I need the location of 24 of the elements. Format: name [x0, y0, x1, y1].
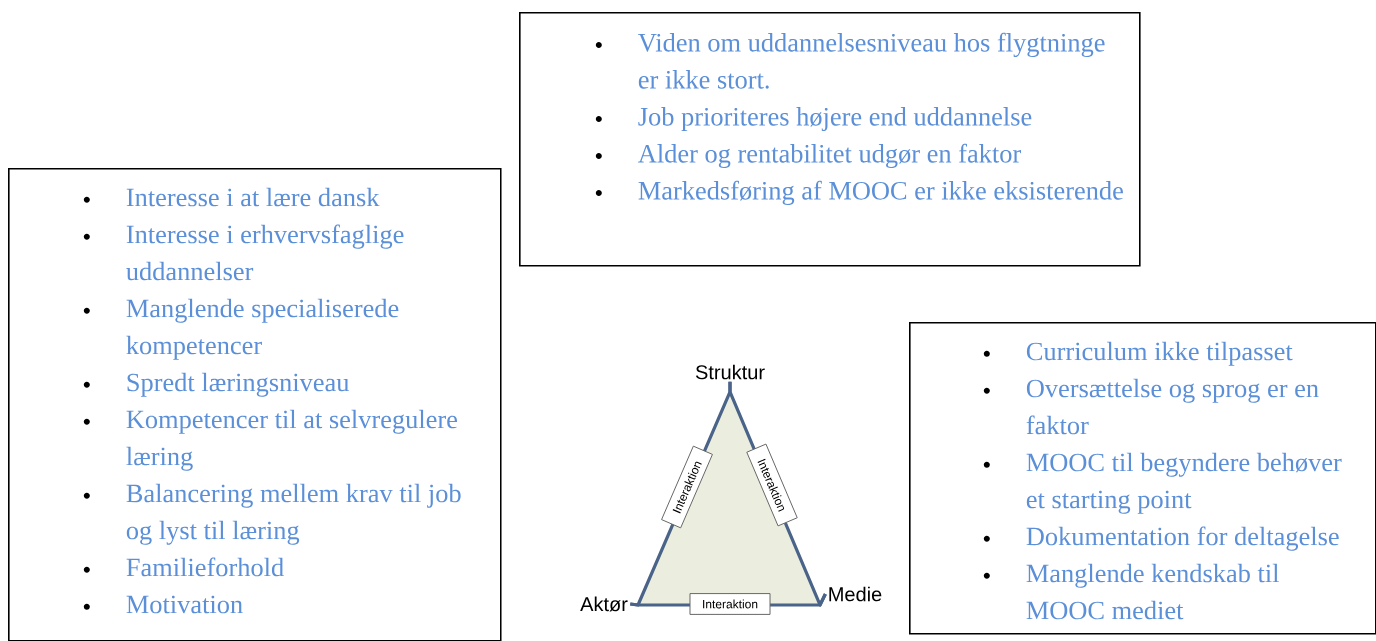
list-item: Motivation [126, 595, 243, 614]
list-item: Kompetencer til at selvregulere læring [126, 409, 457, 471]
vertex-label: Medie [829, 586, 882, 602]
list-item: Manglende specialiserede kompetencer [126, 298, 399, 360]
vertex-label: Aktør [580, 596, 628, 612]
list-item: Familieforhold [126, 557, 284, 577]
edge-label: Interaktion [689, 593, 771, 615]
list-item: Viden om uddannelsesniveau hos flygtninge er ikke stort. [638, 32, 1105, 89]
list-item: Markedsføring af MOOC er ikke eksisterende [638, 180, 1123, 206]
list-box [8, 168, 502, 641]
list-item: MOOC til begyndere behøver et starting point [1026, 452, 1342, 514]
list-item: Curriculum ikke tilpasset [1026, 341, 1293, 366]
list-item: Oversættelse og sprog er en faktor [1026, 378, 1319, 435]
list-item: Spredt læringsniveau [127, 372, 350, 397]
list-item: Interesse i at lære dansk [126, 187, 380, 207]
vertex-label: Struktur [695, 364, 765, 380]
list-item: Alder og rentabilitet udgør en faktor [638, 143, 1021, 169]
list-item: Interesse i erhvervsfaglige uddannelser [126, 224, 404, 281]
list-box [519, 12, 1141, 267]
list-item: Manglende kendskab til MOOC mediet [1026, 563, 1279, 620]
list-item: Job prioriteres højere end uddannelse [638, 107, 1032, 131]
list-box [909, 322, 1376, 635]
list-item: Dokumentation for deltagelse [1026, 526, 1339, 551]
list-item: Balancering mellem krav til job og lyst til læring [126, 483, 461, 545]
